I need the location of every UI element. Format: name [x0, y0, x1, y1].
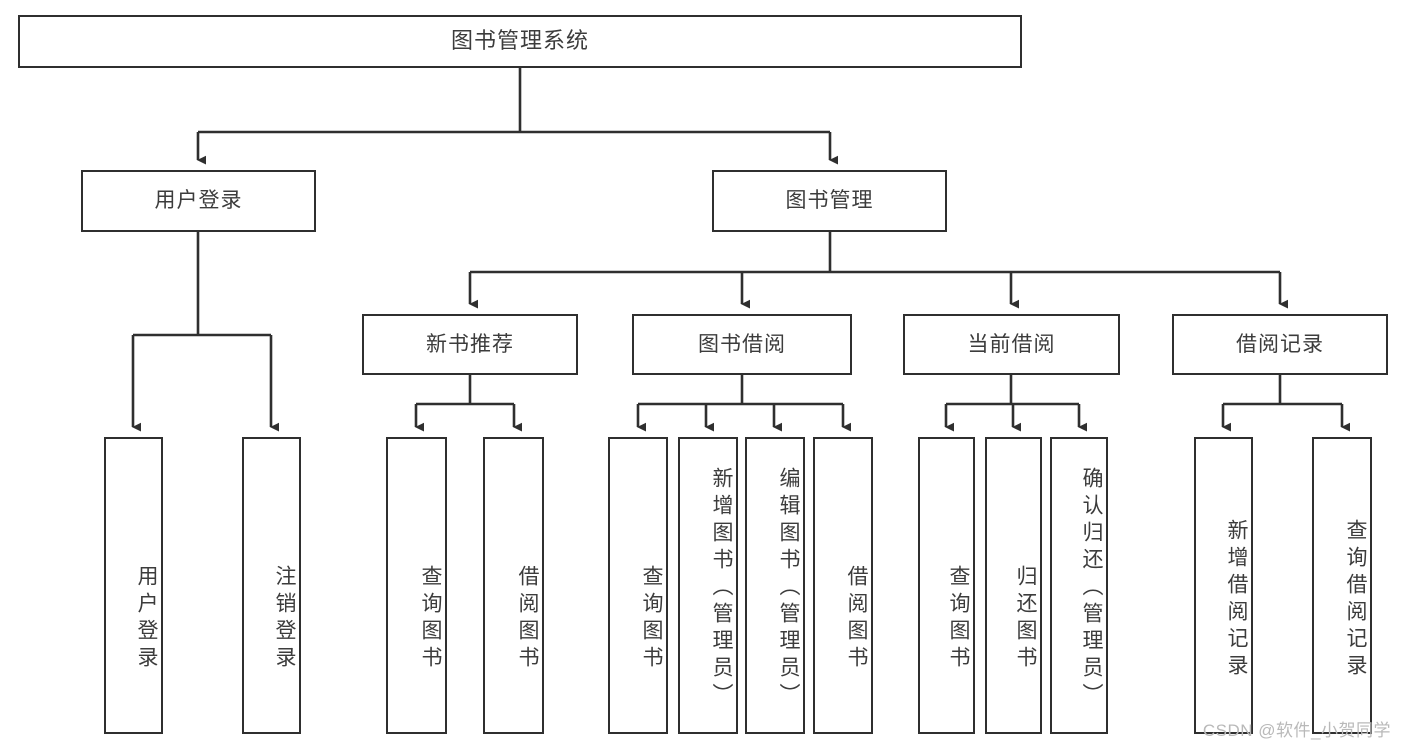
node-label: 新书推荐	[426, 332, 514, 356]
leaf-add-borrow-record[interactable]: 新增借阅记录	[1194, 437, 1253, 734]
node-label: 查询图书	[947, 564, 970, 673]
leaf-borrow-book-recommend[interactable]: 借阅图书	[483, 437, 544, 734]
node-label: 新增借阅记录	[1225, 518, 1248, 681]
leaf-confirm-return[interactable]: 确认归还（管理员）	[1050, 437, 1108, 734]
node-label: 编辑图书（管理员）	[777, 467, 800, 710]
node-book-borrow[interactable]: 图书借阅	[632, 314, 852, 375]
csdn-watermark: CSDN @软件_小贺同学	[1202, 721, 1391, 740]
node-label: 注销登录	[273, 564, 296, 673]
node-label: 图书管理系统	[450, 28, 589, 54]
node-user-login[interactable]: 用户登录	[81, 170, 316, 232]
node-current-borrow[interactable]: 当前借阅	[903, 314, 1120, 375]
node-label: 用户登录	[154, 189, 243, 213]
node-label: 借阅图书	[845, 564, 868, 673]
leaf-return-book[interactable]: 归还图书	[985, 437, 1042, 734]
leaf-query-book-current[interactable]: 查询图书	[918, 437, 975, 734]
node-new-book-recommend[interactable]: 新书推荐	[362, 314, 578, 375]
leaf-query-book-borrow[interactable]: 查询图书	[608, 437, 668, 734]
leaf-query-borrow-record[interactable]: 查询借阅记录	[1312, 437, 1372, 734]
leaf-edit-book[interactable]: 编辑图书（管理员）	[745, 437, 805, 734]
leaf-logout-login[interactable]: 注销登录	[242, 437, 301, 734]
node-root-system[interactable]: 图书管理系统	[18, 15, 1022, 68]
node-label: 查询图书	[419, 564, 442, 673]
node-label: 查询借阅记录	[1344, 518, 1367, 681]
leaf-add-book[interactable]: 新增图书（管理员）	[678, 437, 738, 734]
leaf-query-book-recommend[interactable]: 查询图书	[386, 437, 447, 734]
node-label: 查询图书	[640, 564, 663, 673]
node-label: 图书借阅	[698, 332, 786, 356]
node-label: 图书管理	[785, 189, 874, 213]
node-label: 借阅图书	[516, 564, 539, 673]
node-label: 新增图书（管理员）	[710, 467, 733, 710]
node-label: 当前借阅	[967, 332, 1056, 356]
node-label: 借阅记录	[1236, 332, 1324, 356]
node-book-manage[interactable]: 图书管理	[712, 170, 947, 232]
node-label: 用户登录	[135, 564, 158, 673]
leaf-borrow-book[interactable]: 借阅图书	[813, 437, 873, 734]
leaf-user-login[interactable]: 用户登录	[104, 437, 163, 734]
node-label: 归还图书	[1014, 564, 1037, 673]
node-borrow-record[interactable]: 借阅记录	[1172, 314, 1388, 375]
node-label: 确认归还（管理员）	[1080, 467, 1103, 710]
